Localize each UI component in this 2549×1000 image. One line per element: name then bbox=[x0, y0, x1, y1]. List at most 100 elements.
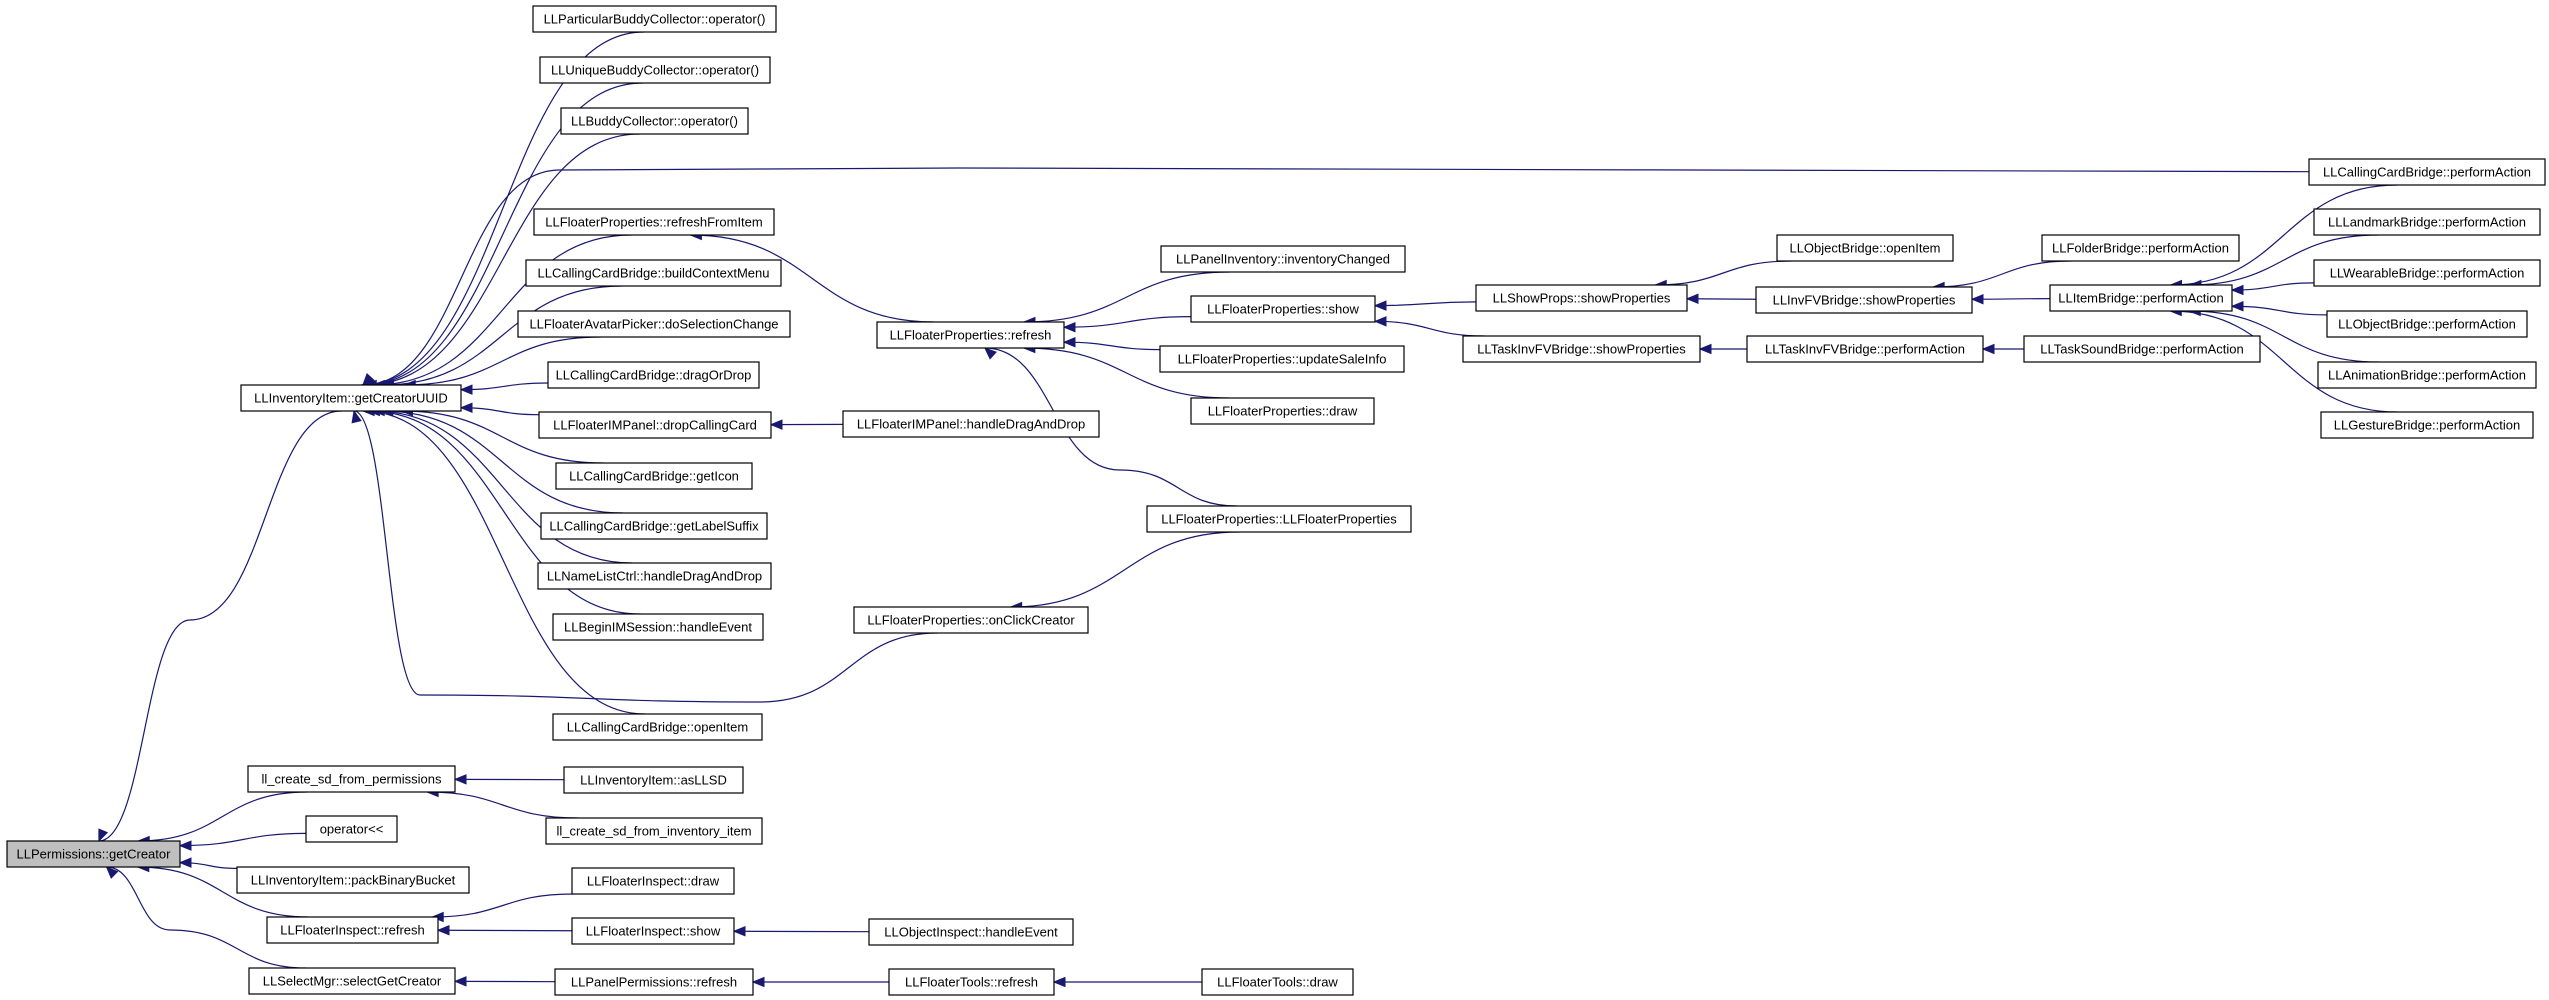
node-label: LLFloaterInspect::draw bbox=[587, 874, 720, 889]
function-node[interactable]: LLObjectBridge::openItem bbox=[1776, 234, 1954, 262]
function-node[interactable]: LLSelectMgr::selectGetCreator bbox=[248, 967, 456, 995]
arrowhead bbox=[351, 409, 362, 424]
root-function-node[interactable]: LLPermissions::getCreator bbox=[6, 840, 181, 868]
function-node[interactable]: LLLandmarkBridge::performAction bbox=[2313, 208, 2541, 236]
function-node[interactable]: LLFloaterTools::refresh bbox=[888, 968, 1055, 996]
node-label: LLFloaterInspect::refresh bbox=[280, 923, 425, 938]
function-node[interactable]: LLFloaterProperties::draw bbox=[1190, 397, 1375, 425]
node-box bbox=[1201, 968, 1354, 996]
call-edge bbox=[1655, 260, 1792, 286]
function-node[interactable]: LLParticularBuddyCollector::operator() bbox=[532, 5, 777, 33]
function-node[interactable]: LLFloaterInspect::draw bbox=[571, 867, 735, 895]
function-node[interactable]: LLFloaterProperties::LLFloaterProperties bbox=[1146, 505, 1412, 533]
call-edge bbox=[2189, 234, 2379, 286]
function-node[interactable]: LLTaskInvFVBridge::showProperties bbox=[1462, 335, 1701, 363]
function-node[interactable]: ll_create_sd_from_permissions bbox=[247, 765, 456, 793]
function-node[interactable]: LLInventoryItem::asLLSD bbox=[563, 766, 744, 794]
function-node[interactable]: LLFloaterProperties::show bbox=[1190, 295, 1376, 323]
function-node[interactable]: LLPanelPermissions::refresh bbox=[554, 968, 754, 996]
call-edge bbox=[2170, 310, 2398, 413]
node-box bbox=[1776, 234, 1954, 262]
node-label: LLFloaterInspect::show bbox=[586, 924, 721, 939]
node-label: LLCallingCardBridge::getLabelSuffix bbox=[549, 519, 759, 534]
node-label: LLShowProps::showProperties bbox=[1493, 291, 1671, 306]
node-label: LLCallingCardBridge::getIcon bbox=[569, 469, 739, 484]
call-nodes: LLPermissions::getCreatorLLInventoryItem… bbox=[6, 5, 2546, 996]
function-node[interactable]: LLFloaterTools::draw bbox=[1201, 968, 1354, 996]
function-node[interactable]: LLFloaterInspect::show bbox=[571, 917, 735, 945]
function-node[interactable]: LLShowProps::showProperties bbox=[1475, 284, 1688, 312]
arrowhead bbox=[751, 976, 765, 988]
function-node[interactable]: operator<< bbox=[305, 815, 398, 843]
call-edge bbox=[1063, 341, 1161, 351]
node-label: LLSelectMgr::selectGetCreator bbox=[263, 974, 442, 989]
node-box bbox=[560, 107, 749, 135]
function-node[interactable]: LLObjectInspect::handleEvent bbox=[868, 918, 1074, 946]
node-label: LLTaskSoundBridge::performAction bbox=[2040, 342, 2244, 357]
function-node[interactable]: LLAnimationBridge::performAction bbox=[2317, 361, 2537, 389]
node-label: LLTaskInvFVBridge::showProperties bbox=[1477, 342, 1686, 357]
function-node[interactable]: LLObjectBridge::performAction bbox=[2326, 310, 2528, 338]
node-label: LLPermissions::getCreator bbox=[17, 847, 172, 862]
arrowhead bbox=[362, 372, 375, 386]
function-node[interactable]: LLTaskSoundBridge::performAction bbox=[2023, 335, 2261, 363]
function-node[interactable]: LLCallingCardBridge::dragOrDrop bbox=[547, 361, 760, 389]
function-node[interactable]: LLCallingCardBridge::getLabelSuffix bbox=[540, 512, 768, 540]
function-node[interactable]: LLWearableBridge::performAction bbox=[2313, 259, 2541, 287]
function-node[interactable]: LLCallingCardBridge::buildContextMenu bbox=[525, 259, 782, 287]
function-node[interactable]: LLFloaterProperties::updateSaleInfo bbox=[1159, 345, 1405, 373]
call-edge bbox=[361, 31, 645, 386]
function-node[interactable]: LLFloaterIMPanel::dropCallingCard bbox=[538, 411, 772, 439]
function-node[interactable]: LLBuddyCollector::operator() bbox=[560, 107, 749, 135]
function-node[interactable]: LLCallingCardBridge::performAction bbox=[2308, 158, 2546, 186]
node-box bbox=[539, 56, 771, 84]
function-node[interactable]: LLFloaterIMPanel::handleDragAndDrop bbox=[842, 410, 1100, 438]
node-label: LLObjectBridge::performAction bbox=[2338, 317, 2516, 332]
node-box bbox=[2023, 335, 2261, 363]
node-box bbox=[842, 410, 1100, 438]
call-edge bbox=[1971, 298, 2051, 300]
call-edge bbox=[1374, 320, 1485, 337]
call-edge bbox=[373, 410, 633, 564]
call-edge bbox=[460, 382, 549, 391]
node-label: LLInvFVBridge::showProperties bbox=[1773, 293, 1956, 308]
node-label: LLPanelInventory::inventoryChanged bbox=[1176, 252, 1390, 267]
node-box bbox=[2320, 411, 2534, 439]
node-box bbox=[2313, 259, 2541, 287]
function-node[interactable]: LLFloaterAvatarPicker::doSelectionChange bbox=[517, 310, 791, 338]
call-edge bbox=[98, 410, 342, 842]
node-label: LLCallingCardBridge::buildContextMenu bbox=[538, 266, 770, 281]
node-label: LLBeginIMSession::handleEvent bbox=[564, 620, 752, 635]
node-box bbox=[868, 918, 1074, 946]
node-label: LLFloaterProperties::refresh bbox=[890, 328, 1052, 343]
function-node[interactable]: LLPanelInventory::inventoryChanged bbox=[1160, 245, 1406, 273]
node-box bbox=[1160, 245, 1406, 273]
node-box bbox=[2049, 284, 2233, 312]
function-node[interactable]: LLFloaterProperties::refresh bbox=[876, 321, 1065, 349]
function-node[interactable]: LLUniqueBuddyCollector::operator() bbox=[539, 56, 771, 84]
node-label: LLFloaterProperties::draw bbox=[1208, 404, 1358, 419]
arrowhead bbox=[1373, 316, 1387, 327]
function-node[interactable]: LLTaskInvFVBridge::performAction bbox=[1746, 335, 1984, 363]
function-node[interactable]: LLFolderBridge::performAction bbox=[2041, 234, 2240, 262]
function-node[interactable]: LLFloaterInspect::refresh bbox=[266, 916, 439, 944]
node-box bbox=[571, 867, 735, 895]
function-node[interactable]: LLCallingCardBridge::getIcon bbox=[555, 462, 753, 490]
function-node[interactable]: LLInventoryItem::getCreatorUUID bbox=[240, 384, 462, 412]
call-edge bbox=[401, 410, 604, 464]
function-node[interactable]: LLCallingCardBridge::openItem bbox=[552, 713, 763, 741]
function-node[interactable]: LLInventoryItem::packBinaryBucket bbox=[236, 866, 470, 894]
function-node[interactable]: LLGestureBridge::performAction bbox=[2320, 411, 2534, 439]
call-edge bbox=[690, 234, 935, 323]
function-node[interactable]: LLItemBridge::performAction bbox=[2049, 284, 2233, 312]
function-node[interactable]: ll_create_sd_from_inventory_item bbox=[545, 817, 763, 845]
function-node[interactable]: LLFloaterProperties::refreshFromItem bbox=[533, 208, 775, 236]
call-edge bbox=[179, 832, 307, 847]
function-node[interactable]: LLBeginIMSession::handleEvent bbox=[552, 613, 764, 641]
arrowhead bbox=[178, 840, 192, 851]
function-node[interactable]: LLInvFVBridge::showProperties bbox=[1755, 286, 1973, 314]
function-node[interactable]: LLNameListCtrl::handleDragAndDrop bbox=[537, 562, 772, 590]
node-box bbox=[888, 968, 1055, 996]
function-node[interactable]: LLFloaterProperties::onClickCreator bbox=[853, 606, 1089, 634]
node-label: LLTaskInvFVBridge::performAction bbox=[1765, 342, 1965, 357]
